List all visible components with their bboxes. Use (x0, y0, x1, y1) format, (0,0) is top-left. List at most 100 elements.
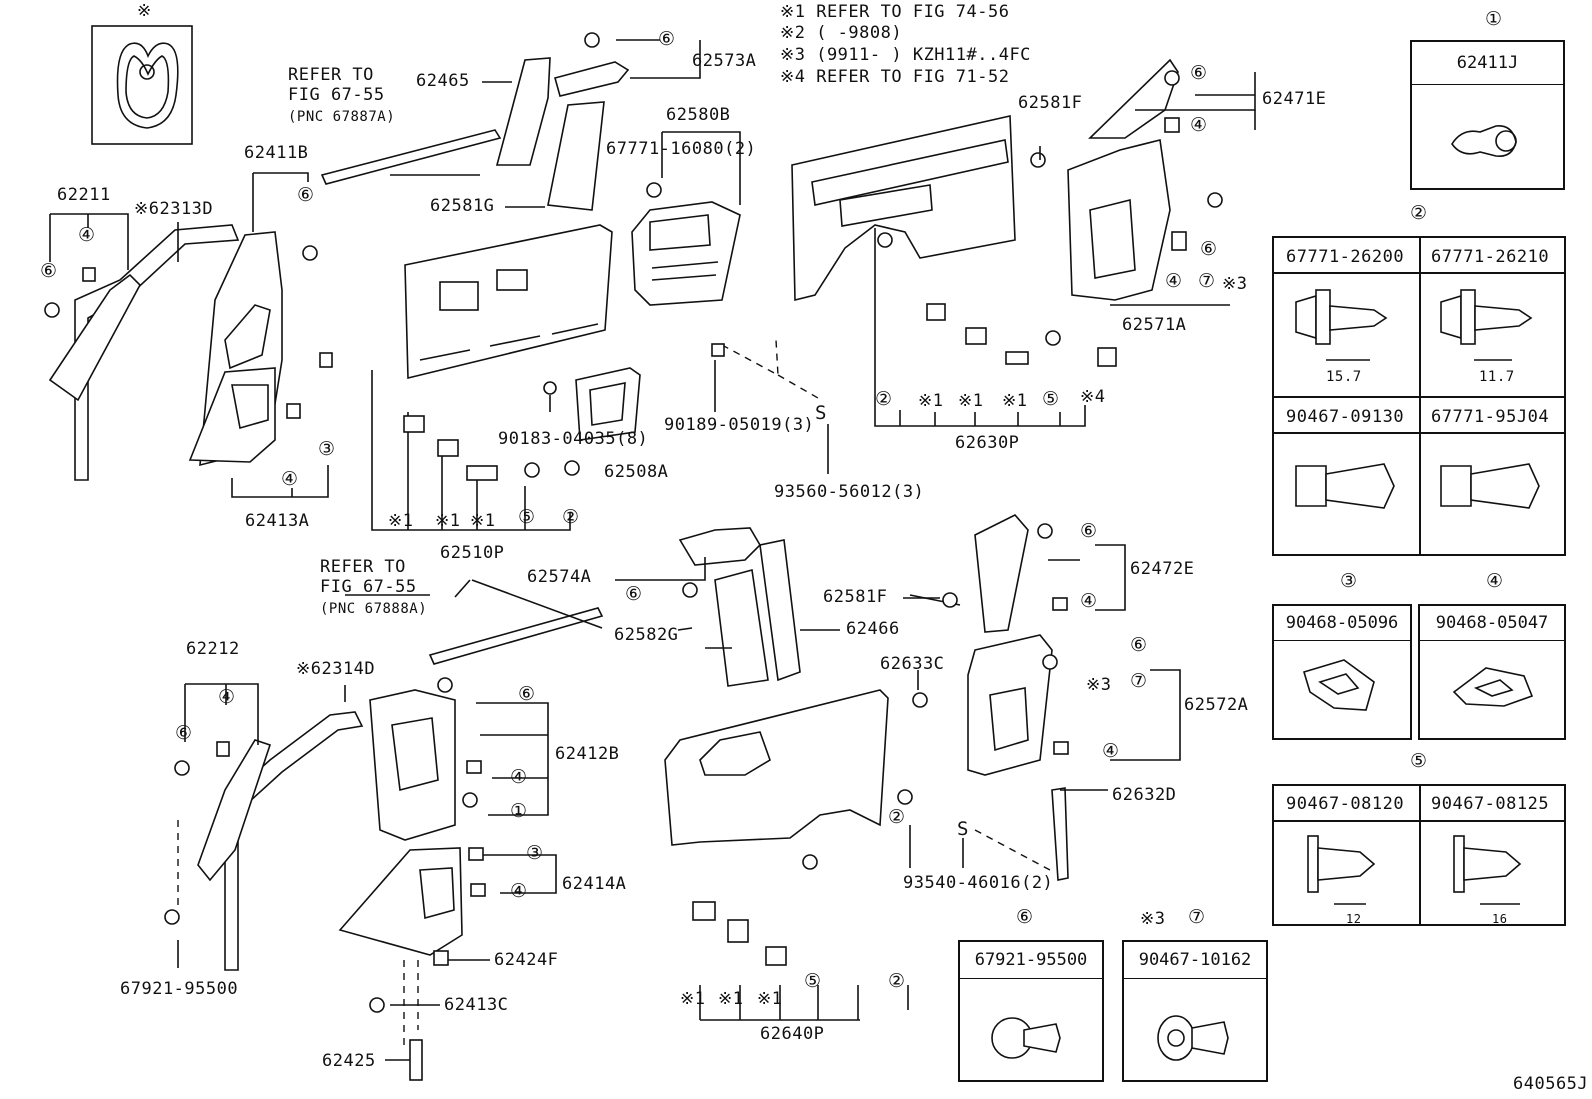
legend-circle-4: ④ (1486, 570, 1504, 592)
clip-icon (1451, 125, 1517, 158)
figure-id: 640565J (1513, 1074, 1589, 1094)
callout-6: ⑥ (1080, 520, 1098, 542)
legend-box-3: 90468-05096 (1272, 604, 1412, 740)
note-ref-1: ※1 (958, 391, 984, 411)
label-62471E: 62471E (1262, 89, 1327, 109)
callout-5: ⑤ (518, 506, 536, 528)
inset-frame (91, 25, 193, 145)
legend-part: 67771-26200 (1286, 247, 1405, 267)
callout-5: ⑤ (804, 970, 822, 992)
note-ref-3: ※3 (1086, 675, 1112, 695)
inset-mark: ※ (137, 1, 152, 21)
clip-icon (1157, 1015, 1229, 1061)
fig-lower: FIG 67-55 (320, 577, 417, 597)
label-62574A: 62574A (527, 567, 592, 587)
label-62508A: 62508A (604, 462, 669, 482)
panel-62630P (791, 115, 1016, 302)
trim-62471E (1088, 58, 1179, 139)
label-62581F-mid: 62581F (823, 587, 888, 607)
clip-icons (1295, 289, 1540, 509)
legend-circle-2: ② (1410, 202, 1428, 224)
label-62581F-top: 62581F (1018, 93, 1083, 113)
label-62580B: 62580B (666, 105, 731, 125)
label-62211: 62211 (57, 185, 111, 205)
callout-4: ④ (281, 468, 299, 490)
label-62582G: 62582G (614, 625, 679, 645)
panel-62640P (664, 689, 889, 846)
refer-lower: REFER TO (320, 557, 406, 577)
label-62424F: 62424F (494, 950, 559, 970)
legend-circle-1: ① (1485, 8, 1503, 30)
inset-grommet (116, 42, 179, 129)
callout-2: ② (888, 806, 906, 828)
note-2: ※2 ( -9808) (780, 23, 903, 43)
trim-62212 (197, 739, 272, 882)
pnc-upper: (PNC 67887A) (288, 109, 396, 125)
label-62313D: ※62313D (134, 199, 214, 219)
note-ref-1: ※1 (680, 989, 706, 1009)
legend-part: 67921-95500 (960, 942, 1102, 979)
callout-2: ② (875, 388, 893, 410)
panel-62414A (338, 847, 463, 956)
legend-part: 90468-05047 (1420, 606, 1564, 641)
legend-part: 90468-05096 (1274, 606, 1410, 641)
callout-4: ④ (1080, 590, 1098, 612)
label-90183: 90183-04035(8) (498, 429, 649, 449)
callout-4: ④ (1190, 114, 1208, 136)
label-62472E: 62472E (1130, 559, 1195, 579)
note-3: ※3 (9911- ) KZH11#..4FC (780, 45, 1031, 65)
note-ref-1: ※1 (918, 391, 944, 411)
label-62413A: 62413A (245, 511, 310, 531)
legend-part: 90467-10162 (1124, 942, 1266, 979)
legend-circle-5: ⑤ (1410, 750, 1428, 772)
callout-6: ⑥ (1130, 634, 1148, 656)
panel-62571A (1067, 139, 1171, 301)
clip-icons (1307, 835, 1522, 905)
pnc-lower: (PNC 67888A) (320, 601, 428, 617)
clip-icon (991, 1017, 1061, 1059)
label-62640P: 62640P (760, 1024, 825, 1044)
callout-4: ④ (510, 880, 528, 902)
note-1: ※1 REFER TO FIG 74-56 (780, 2, 1010, 22)
label-62630P: 62630P (955, 433, 1020, 453)
legend-part: 67771-95J04 (1431, 407, 1550, 427)
callout-6: ⑥ (1190, 62, 1208, 84)
panel-62572A (967, 634, 1053, 776)
label-62581G: 62581G (430, 196, 495, 216)
bracket-62574A (678, 527, 762, 566)
label-62572A: 62572A (1184, 695, 1249, 715)
callout-4: ④ (1102, 740, 1120, 762)
callout-4: ④ (78, 224, 96, 246)
label-62411B: 62411B (244, 143, 309, 163)
callout-4: ④ (218, 686, 236, 708)
legend-note-3: ※3 (1140, 909, 1166, 929)
legend-part: 62411J (1412, 42, 1563, 85)
clip-icon (1303, 659, 1375, 711)
label-62412B: 62412B (555, 744, 620, 764)
note-ref-1: ※1 (1002, 391, 1028, 411)
label-93560: 93560-56012(3) (774, 482, 925, 502)
trim-62582G (714, 568, 769, 687)
pillar-62465 (495, 57, 551, 166)
legend-dim: 12 (1346, 912, 1362, 926)
label-62212: 62212 (186, 639, 240, 659)
legend-box-2: 67771-26200 67771-26210 90467-09130 6777… (1272, 236, 1566, 556)
note-ref-1: ※1 (435, 511, 461, 531)
weatherstrip-lower (428, 607, 604, 665)
label-62510P: 62510P (440, 543, 505, 563)
legend-part: 90467-09130 (1286, 407, 1405, 427)
pillar-62412B (369, 689, 456, 841)
trim-62466 (759, 539, 801, 682)
callout-3: ③ (318, 438, 336, 460)
label-62573A: 62573A (692, 51, 757, 71)
label-62466: 62466 (846, 619, 900, 639)
legend-box-1: 62411J (1410, 40, 1565, 190)
legend-part: 90467-08120 (1286, 794, 1405, 814)
panel-62413A (188, 367, 276, 463)
note-ref-1: ※1 (388, 511, 414, 531)
callout-6: ⑥ (625, 583, 643, 605)
panel-62510P (404, 224, 613, 380)
label-67921-lower: 67921-95500 (120, 979, 239, 999)
bracket-62573A (554, 61, 630, 97)
